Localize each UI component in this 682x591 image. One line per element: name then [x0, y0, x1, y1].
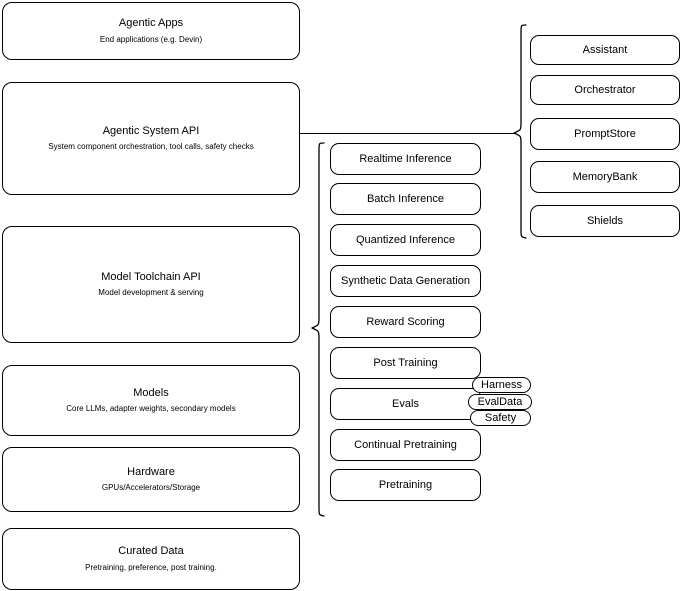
- layer-box-agentic-apps[interactable]: Agentic Apps End applications (e.g. Devi…: [2, 2, 300, 60]
- layer-title: Curated Data: [118, 545, 184, 558]
- capability-pretraining[interactable]: Pretraining: [330, 469, 481, 501]
- component-promptstore[interactable]: PromptStore: [530, 118, 680, 150]
- layer-title: Agentic Apps: [118, 17, 184, 30]
- layer-subtitle: Core LLMs, adapter weights, secondary mo…: [66, 404, 236, 414]
- brace-agentic-system-components: [513, 24, 527, 239]
- eval-pill-harness[interactable]: Harness: [472, 377, 531, 393]
- layer-subtitle: GPUs/Accelerators/Storage: [101, 483, 201, 493]
- layer-box-curated-data[interactable]: Curated Data Pretraining, preference, po…: [2, 528, 300, 590]
- capability-quantized-inference[interactable]: Quantized Inference: [330, 224, 481, 256]
- layer-box-model-toolchain-api[interactable]: Model Toolchain API Model development & …: [2, 226, 300, 343]
- layer-subtitle: System component orchestration, tool cal…: [48, 142, 254, 152]
- brace-model-toolchain: [311, 142, 325, 517]
- layer-subtitle: Model development & serving: [98, 288, 204, 298]
- layer-subtitle: Pretraining, preference, post training.: [85, 562, 217, 572]
- component-shields[interactable]: Shields: [530, 205, 680, 237]
- capability-evals[interactable]: Evals: [330, 388, 481, 420]
- layer-title: Hardware: [127, 465, 175, 478]
- capability-batch-inference[interactable]: Batch Inference: [330, 183, 481, 215]
- connector-line-system-api-to-components: [300, 133, 515, 134]
- layer-box-agentic-system-api[interactable]: Agentic System API System component orch…: [2, 82, 300, 195]
- layer-box-models[interactable]: Models Core LLMs, adapter weights, secon…: [2, 365, 300, 436]
- eval-pill-safety[interactable]: Safety: [470, 410, 531, 426]
- layer-box-hardware[interactable]: Hardware GPUs/Accelerators/Storage: [2, 447, 300, 512]
- capability-post-training[interactable]: Post Training: [330, 347, 481, 379]
- component-orchestrator[interactable]: Orchestrator: [530, 75, 680, 105]
- capability-continual-pretraining[interactable]: Continual Pretraining: [330, 429, 481, 461]
- capability-realtime-inference[interactable]: Realtime Inference: [330, 143, 481, 175]
- layer-title: Models: [133, 386, 169, 399]
- layer-title: Model Toolchain API: [101, 270, 201, 283]
- eval-pill-evaldata[interactable]: EvalData: [468, 394, 532, 410]
- component-memorybank[interactable]: MemoryBank: [530, 161, 680, 193]
- capability-synthetic-data-generation[interactable]: Synthetic Data Generation: [330, 265, 481, 297]
- layer-subtitle: End applications (e.g. Devin): [99, 34, 203, 44]
- layer-title: Agentic System API: [102, 124, 200, 137]
- capability-reward-scoring[interactable]: Reward Scoring: [330, 306, 481, 338]
- component-assistant[interactable]: Assistant: [530, 35, 680, 65]
